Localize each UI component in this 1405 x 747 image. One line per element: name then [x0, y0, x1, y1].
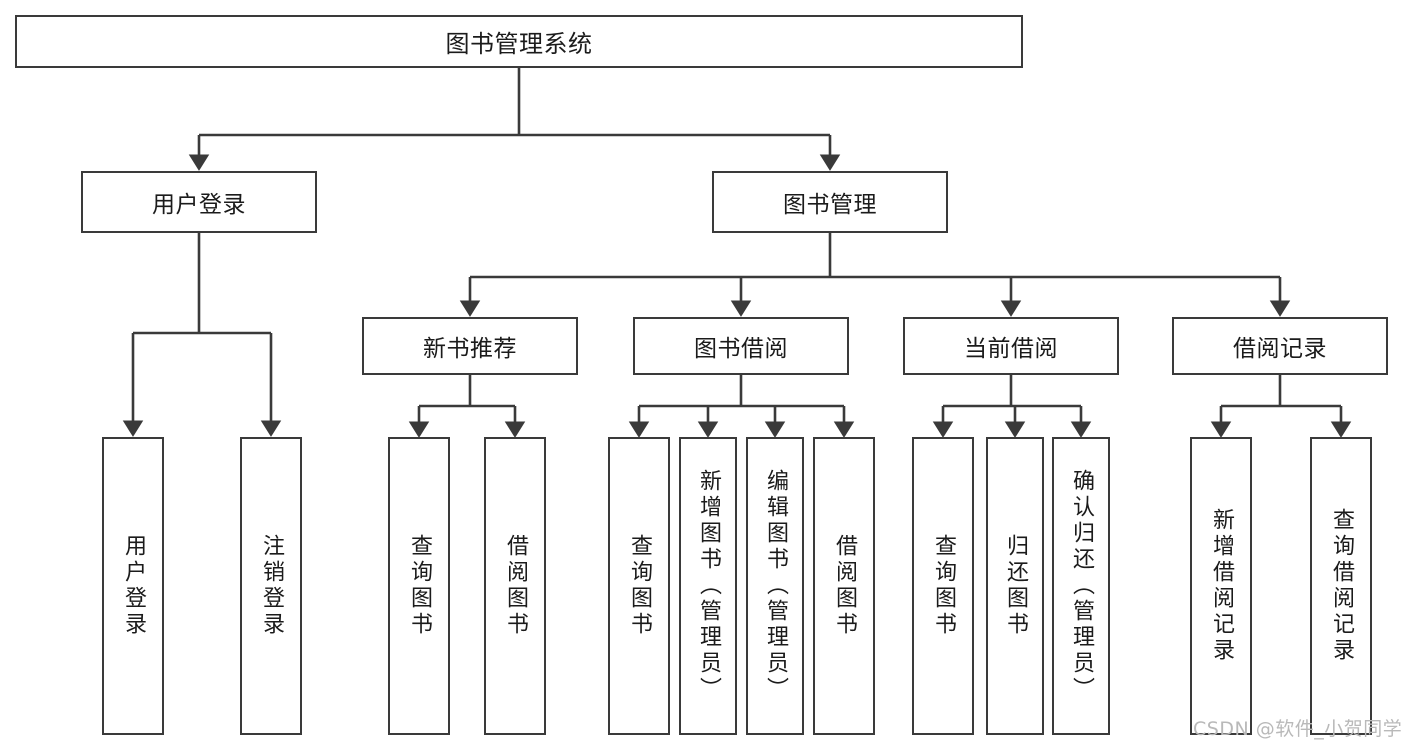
node-leaf-add-book[interactable]: 新增图书（管理员） [679, 437, 737, 735]
node-root-label: 图书管理系统 [445, 30, 593, 58]
node-leaf-query-book-1-label: 查询图书 [407, 534, 432, 638]
node-leaf-query-record-label: 查询借阅记录 [1329, 508, 1354, 664]
node-borrow-record-label: 借阅记录 [1233, 336, 1327, 362]
node-book-borrow[interactable]: 图书借阅 [633, 317, 849, 375]
node-leaf-query-book-2-label: 查询图书 [627, 534, 652, 638]
node-book-borrow-label: 图书借阅 [694, 336, 788, 362]
node-current-borrow[interactable]: 当前借阅 [903, 317, 1119, 375]
node-leaf-user-login-label: 用户登录 [121, 534, 146, 638]
node-leaf-edit-book[interactable]: 编辑图书（管理员） [746, 437, 804, 735]
node-current-borrow-label: 当前借阅 [964, 336, 1058, 362]
node-new-book-rec-label: 新书推荐 [423, 336, 517, 362]
node-leaf-query-book-2[interactable]: 查询图书 [608, 437, 670, 735]
node-book-manage[interactable]: 图书管理 [712, 171, 948, 233]
node-leaf-query-record[interactable]: 查询借阅记录 [1310, 437, 1372, 735]
node-leaf-borrow-book-1[interactable]: 借阅图书 [484, 437, 546, 735]
node-user-login[interactable]: 用户登录 [81, 171, 317, 233]
node-leaf-user-logout[interactable]: 注销登录 [240, 437, 302, 735]
node-leaf-edit-book-label: 编辑图书（管理员） [763, 469, 788, 703]
node-leaf-add-record-label: 新增借阅记录 [1209, 508, 1234, 664]
node-leaf-return-book[interactable]: 归还图书 [986, 437, 1044, 735]
node-leaf-query-book-3[interactable]: 查询图书 [912, 437, 974, 735]
node-leaf-borrow-book-2-label: 借阅图书 [832, 534, 857, 638]
node-user-login-label: 用户登录 [152, 192, 246, 218]
node-leaf-confirm-return-label: 确认归还（管理员） [1069, 469, 1094, 703]
node-root[interactable]: 图书管理系统 [15, 15, 1023, 68]
node-new-book-rec[interactable]: 新书推荐 [362, 317, 578, 375]
watermark: CSDN @软件_小贺同学 [1193, 718, 1403, 740]
node-leaf-confirm-return[interactable]: 确认归还（管理员） [1052, 437, 1110, 735]
node-leaf-add-book-label: 新增图书（管理员） [696, 469, 721, 703]
node-leaf-query-book-3-label: 查询图书 [931, 534, 956, 638]
node-borrow-record[interactable]: 借阅记录 [1172, 317, 1388, 375]
node-leaf-query-book-1[interactable]: 查询图书 [388, 437, 450, 735]
node-leaf-user-logout-label: 注销登录 [259, 534, 284, 638]
node-leaf-user-login[interactable]: 用户登录 [102, 437, 164, 735]
node-leaf-add-record[interactable]: 新增借阅记录 [1190, 437, 1252, 735]
node-leaf-return-book-label: 归还图书 [1003, 534, 1028, 638]
node-leaf-borrow-book-1-label: 借阅图书 [503, 534, 528, 638]
node-book-manage-label: 图书管理 [783, 192, 877, 218]
node-leaf-borrow-book-2[interactable]: 借阅图书 [813, 437, 875, 735]
